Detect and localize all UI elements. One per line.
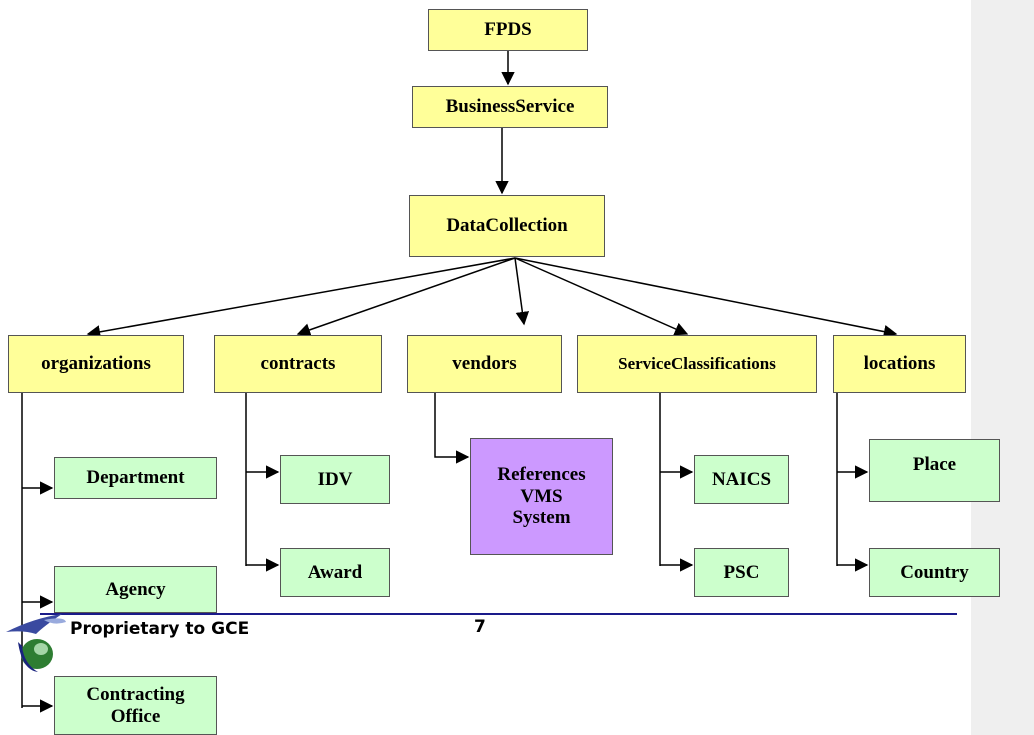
node-agency-label: Agency <box>105 578 166 600</box>
node-organizations: organizations <box>8 335 184 393</box>
footer-proprietary-text: Proprietary to GCE <box>70 619 250 639</box>
node-place: Place <box>869 439 1000 502</box>
node-references-label-line1: References <box>497 463 586 485</box>
page-number: 7 <box>474 617 486 637</box>
node-place-label: Place <box>912 454 957 475</box>
node-contracting-office: Contracting Office <box>54 676 217 735</box>
node-organizations-label: organizations <box>41 353 151 375</box>
edge-dc-locations <box>514 257 898 339</box>
node-references-label-line2: VMS <box>520 485 563 507</box>
node-fpds: FPDS <box>428 9 588 51</box>
node-country-label: Country <box>900 561 969 583</box>
edge-dc-contracts <box>296 257 516 337</box>
node-country: Country <box>869 548 1000 597</box>
gce-logo-icon <box>6 614 66 672</box>
side-panel <box>971 0 1034 735</box>
node-contracts: contracts <box>214 335 382 393</box>
node-service-classifications: ServiceClassifications <box>577 335 817 393</box>
node-data-collection: DataCollection <box>409 195 605 257</box>
node-references-vms-system: References VMS System <box>470 438 613 555</box>
node-locations: locations <box>833 335 966 393</box>
node-data-collection-label: DataCollection <box>446 215 568 237</box>
node-vendors: vendors <box>407 335 562 393</box>
node-contracting-office-label-line2: Office <box>110 705 161 727</box>
node-department: Department <box>54 457 217 499</box>
node-vendors-label: vendors <box>452 353 517 375</box>
node-award: Award <box>280 548 390 597</box>
edge-dc-organizations <box>86 257 516 339</box>
node-idv-label: IDV <box>317 468 353 490</box>
footer-rule <box>40 613 957 615</box>
node-service-classifications-label: ServiceClassifications <box>618 354 776 374</box>
node-agency: Agency <box>54 566 217 613</box>
edge-vendors-references <box>434 392 470 464</box>
node-idv: IDV <box>280 455 390 504</box>
node-psc: PSC <box>694 548 789 597</box>
node-locations-label: locations <box>863 353 936 375</box>
edge-dc-vendors <box>514 257 530 326</box>
node-award-label: Award <box>307 561 363 583</box>
node-business-service-label: BusinessService <box>445 96 575 118</box>
node-contracts-label: contracts <box>260 353 336 375</box>
node-business-service: BusinessService <box>412 86 608 128</box>
node-naics: NAICS <box>694 455 789 504</box>
node-department-label: Department <box>86 467 185 489</box>
node-psc-label: PSC <box>723 561 760 583</box>
node-naics-label: NAICS <box>711 468 772 490</box>
node-fpds-label: FPDS <box>484 19 532 41</box>
node-contracting-office-label-line1: Contracting <box>86 683 185 705</box>
node-references-label-line3: System <box>512 507 571 529</box>
edge-dc-serviceclassifications <box>514 257 689 336</box>
